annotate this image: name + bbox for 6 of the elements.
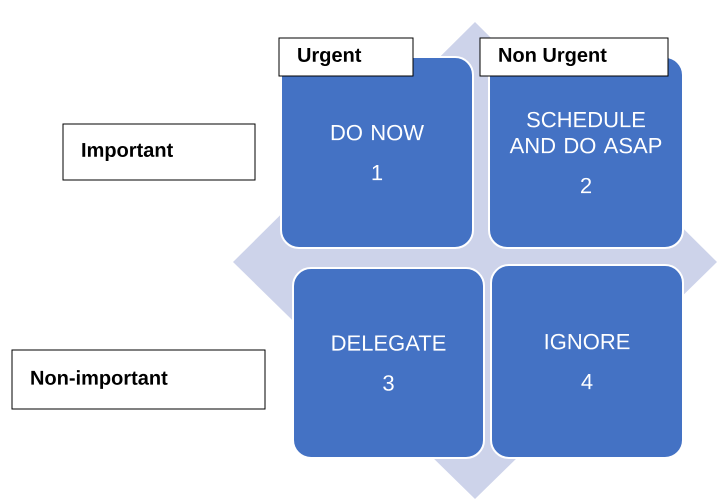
label-box: Non-important xyxy=(12,350,266,410)
label-box: Important xyxy=(62,124,256,180)
label-box: Non Urgent xyxy=(480,38,668,76)
label-box: Urgent xyxy=(278,38,414,76)
quadrant-box: DELEGATE 3 xyxy=(292,267,485,459)
quadrant-box: IGNORE 4 xyxy=(490,264,684,459)
